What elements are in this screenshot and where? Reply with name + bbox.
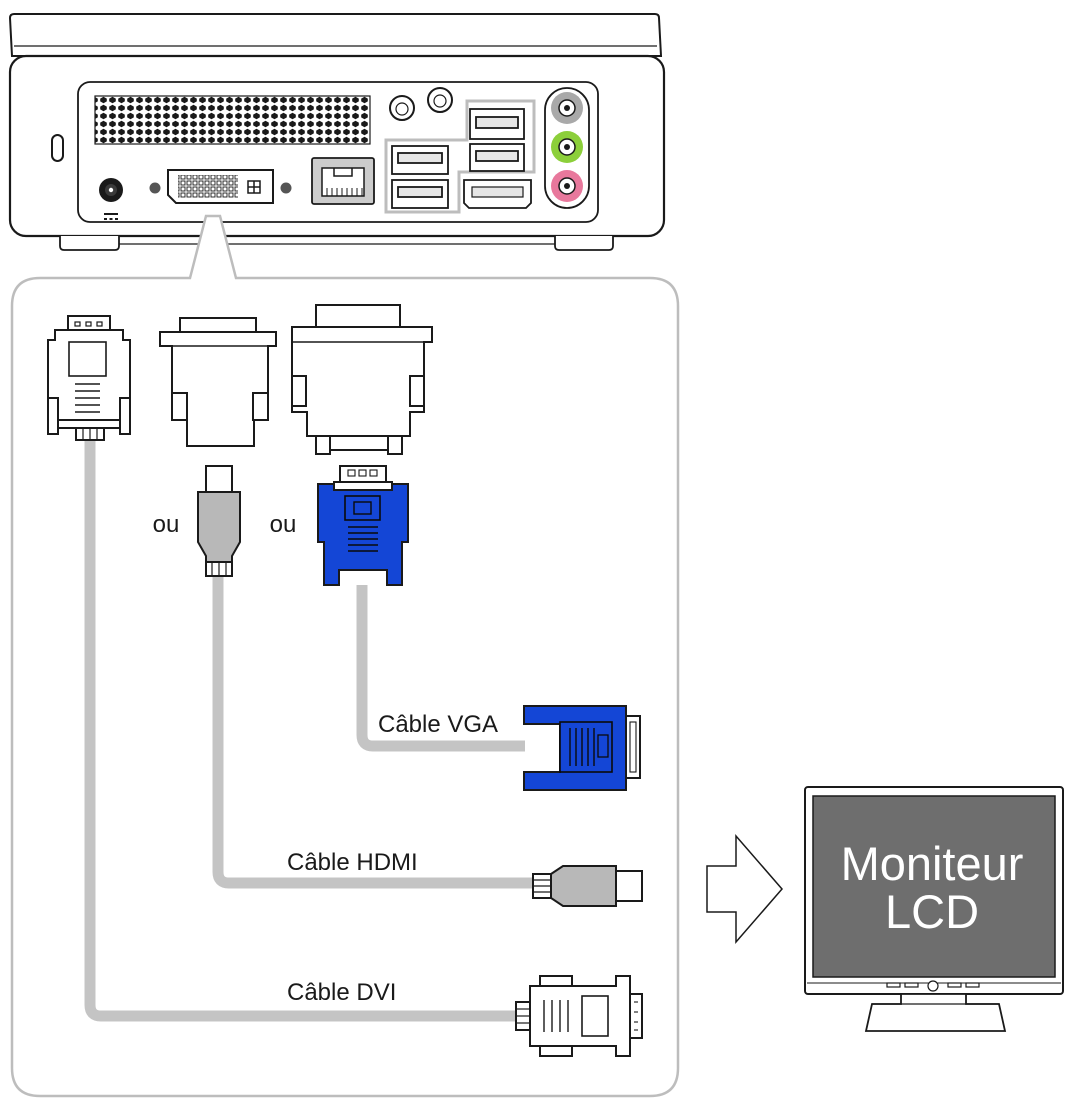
- usb-group-outline: [384, 99, 536, 214]
- vga-plug-top: [317, 465, 409, 586]
- vent-grille: [94, 95, 371, 145]
- dvi-to-vga-adapter: [291, 304, 433, 455]
- callout-panel: [10, 214, 680, 1098]
- kensington-lock-icon: [51, 134, 64, 162]
- or-label-vga: ou: [270, 511, 297, 538]
- hdmi-plug: [197, 465, 241, 577]
- monitor-screen: [812, 795, 1056, 978]
- dvi-cable-line: [84, 440, 518, 1022]
- dvi-to-hdmi-adapter: [159, 317, 277, 447]
- monitor-label-line2: LCD: [885, 885, 979, 938]
- hdmi-cable-line: [212, 575, 535, 889]
- cables: [84, 440, 535, 1022]
- vga-cable-label: Câble VGA: [378, 711, 498, 738]
- dvi-port: [149, 169, 292, 204]
- hdmi-plug-end: [532, 865, 643, 907]
- dvi-plug-end: [515, 975, 643, 1057]
- hdmi-cable-label: Câble HDMI: [287, 849, 418, 876]
- ethernet-port: [311, 157, 375, 205]
- mini-pc-back-panel: [8, 13, 666, 251]
- dvi-cable-label: Câble DVI: [287, 979, 396, 1006]
- vga-plug-end: [523, 705, 641, 791]
- vga-cable-line: [356, 585, 525, 752]
- monitor-buttons: [886, 980, 980, 992]
- audio-jacks: [544, 87, 590, 209]
- dc-power-icon: [99, 178, 123, 220]
- audio-buttons: [389, 87, 453, 121]
- hdmi-port: [463, 179, 532, 209]
- monitor-stand: [864, 993, 1007, 1032]
- dvi-connector: [47, 315, 131, 441]
- or-label-hdmi: ou: [153, 511, 180, 538]
- monitor-label-line1: Moniteur: [841, 837, 1024, 890]
- usb-ports: [391, 108, 525, 209]
- lcd-monitor: Moniteur LCD: [804, 786, 1064, 1032]
- arrow-right-icon: [706, 833, 783, 945]
